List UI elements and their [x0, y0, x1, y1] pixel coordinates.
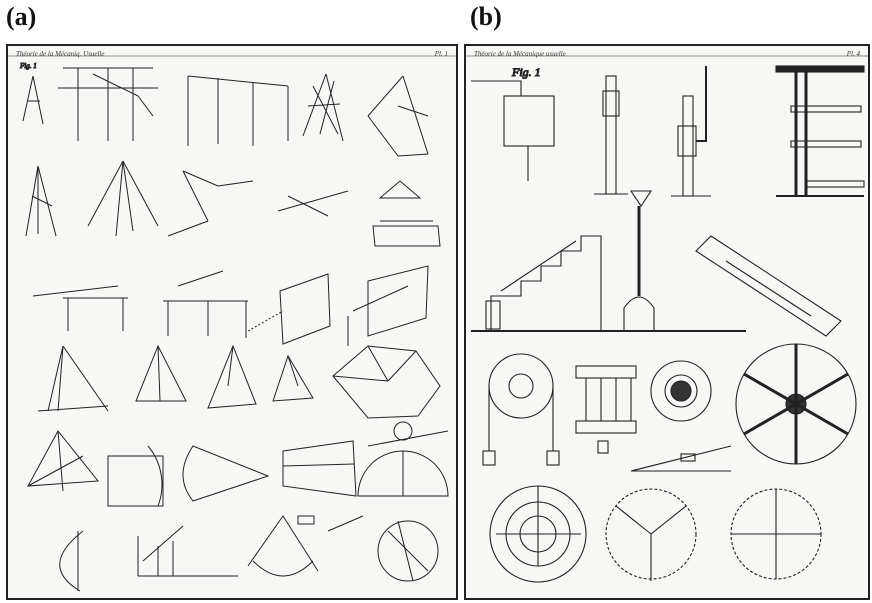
plate-a: Théorie de la Mécaniq. Usuelle Pl. 1 — [6, 44, 458, 600]
plate-b-header-right: Pl. 4 — [846, 50, 860, 58]
fig-b14 — [605, 488, 697, 581]
plate-a-header-right: Pl. 1 — [434, 50, 448, 58]
fig-b13 — [489, 485, 587, 583]
fig-a8 — [87, 160, 159, 237]
fig-b15 — [730, 488, 822, 580]
plate-b-header-left: Théorie de la Mécanique usuelle — [474, 50, 566, 58]
fig-b7 — [695, 235, 842, 337]
fig-b11 — [735, 343, 857, 465]
fig-b4 — [775, 65, 865, 197]
fig-a21-23 — [27, 430, 270, 507]
fig-b12 — [630, 445, 732, 472]
fig-a24-25 — [282, 421, 449, 497]
fig-a26-30 — [59, 515, 439, 592]
fig-b8 — [482, 353, 560, 466]
fig-a12-15 — [247, 265, 429, 346]
fig-a2 — [58, 67, 158, 141]
fig-a16-19 — [37, 344, 314, 412]
fig-b5 — [471, 235, 746, 332]
fig-b9 — [575, 365, 637, 454]
plate-a-fig1-label: Fig. 1 — [19, 62, 37, 70]
plate-b-drawings: Fig. 1 — [466, 55, 868, 583]
fig-a9 — [167, 170, 254, 237]
fig-a5 — [367, 75, 429, 157]
fig-a11-13 — [32, 270, 248, 338]
plate-b: Théorie de la Mécanique usuelle Pl. 4 — [464, 44, 870, 600]
fig-a7 — [277, 180, 441, 247]
plate-a-header-left: Théorie de la Mécaniq. Usuelle — [16, 50, 105, 58]
fig-b1 — [471, 80, 555, 181]
panel-b-label: (b) — [470, 2, 502, 31]
fig-b10 — [650, 360, 712, 422]
plate-a-drawings: Fig. 1 — [8, 55, 456, 592]
fig-a3 — [187, 75, 289, 146]
fig-a1 — [22, 75, 44, 125]
plate-b-fig1-label: Fig. 1 — [511, 65, 541, 79]
fig-a4 — [302, 73, 344, 142]
fig-b2-3 — [594, 66, 711, 197]
fig-a6 — [25, 165, 57, 237]
fig-a20-polygon — [332, 345, 441, 419]
panel-a-label: (a) — [6, 2, 37, 31]
fig-b6 — [623, 190, 655, 331]
